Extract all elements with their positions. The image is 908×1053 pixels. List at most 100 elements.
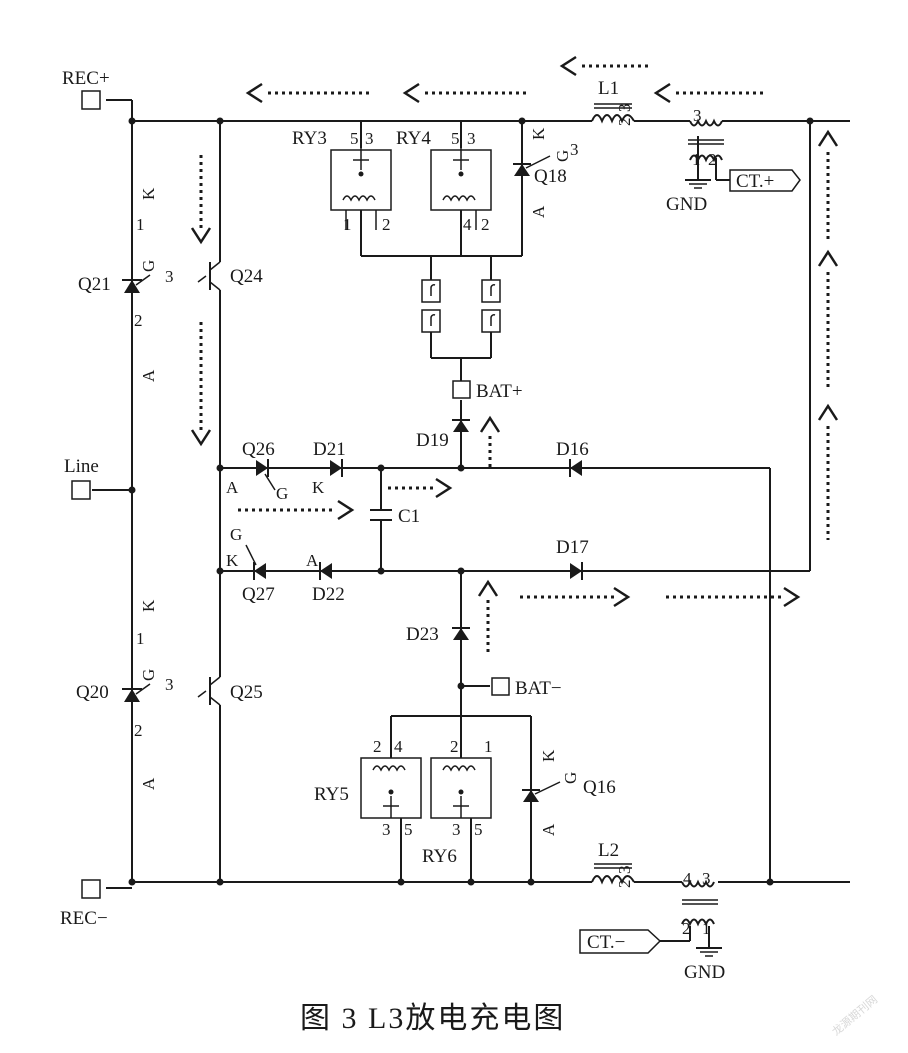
ry4-pin-4: 4 [463, 215, 472, 234]
scr-q18: Q18 3 K G A [513, 127, 579, 218]
q26-a: A [226, 478, 239, 497]
l2-label: L2 [598, 840, 619, 861]
ry6-pin-1: 1 [484, 737, 493, 756]
bat-plus-terminal [452, 380, 471, 399]
ct-plus-label: CT.+ [736, 171, 774, 192]
junctions [128, 117, 814, 886]
q16-k: K [539, 749, 558, 762]
l1-label: L1 [598, 78, 619, 99]
d16-label: D16 [556, 439, 589, 460]
q16-g: G [561, 772, 580, 784]
d21-k: K [312, 478, 325, 497]
q27-k: K [226, 551, 239, 570]
ry4-pin-5: 5 [451, 129, 460, 148]
ry3-pin-5: 5 [350, 129, 359, 148]
ry5-pin-3: 3 [382, 820, 391, 839]
d17-label: D17 [556, 537, 589, 558]
scr-q21: Q21 3 2 1 G K A [78, 187, 174, 382]
inductor-l2: L2 2 3 [591, 840, 635, 889]
wiring [92, 99, 850, 957]
diode-d17: D17 [556, 537, 589, 580]
scr-q27: Q27 G K [226, 525, 275, 605]
gnd-label-bottom: GND [684, 962, 725, 983]
d21-label: D21 [313, 439, 346, 460]
q18-k: K [529, 127, 548, 140]
l1-pin-2: 2 [615, 118, 634, 127]
q20-pin-1: 1 [136, 629, 145, 648]
ct-plus-tag [729, 169, 801, 192]
ry5-pin-4: 4 [394, 737, 403, 756]
ct-bottom-pin-2: 2 [682, 919, 691, 938]
ct-minus-label: CT.− [587, 932, 625, 953]
relay-ry3: RY3 5 3 1 2 [292, 128, 392, 234]
ry5-pin-2: 2 [373, 737, 382, 756]
q21-pin-2: 2 [134, 311, 143, 330]
line-label: Line [64, 456, 99, 477]
q24-label: Q24 [230, 266, 263, 287]
ry4-pin-3: 3 [467, 129, 476, 148]
watermark: 龙源期刊网 [829, 992, 880, 1038]
ct-minus-tag [579, 929, 662, 954]
c1-label: C1 [398, 506, 420, 527]
diode-d19: D19 [416, 419, 470, 451]
inductor-l1: L1 2 3 [591, 78, 635, 127]
q21-gate-pin: 3 [165, 267, 174, 286]
q27-g: G [230, 525, 242, 544]
q18-label: Q18 [534, 166, 567, 187]
scr-q16: Q16 K G A [522, 749, 616, 836]
l1-pin-3: 3 [615, 104, 634, 113]
q20-pin-2: 2 [134, 721, 143, 740]
q20-label: Q20 [76, 682, 109, 703]
q20-gate-pin: 3 [165, 675, 174, 694]
rec-minus-label: REC− [60, 908, 108, 929]
q21-k: K [139, 187, 158, 200]
d23-label: D23 [406, 624, 439, 645]
transistor-q25: Q25 [197, 676, 263, 706]
q21-gate-g: G [139, 260, 158, 272]
relay-ry5: RY5 2 4 3 5 [314, 737, 422, 839]
ry3-label: RY3 [292, 128, 327, 149]
gnd-label-top: GND [666, 194, 707, 215]
q20-a: A [139, 777, 158, 790]
ry5-label: RY5 [314, 784, 349, 805]
ct-bottom-pin-3: 3 [702, 869, 711, 888]
current-flow-arrows [190, 55, 839, 656]
q21-a: A [139, 369, 158, 382]
q16-label: Q16 [583, 777, 616, 798]
q18-g: G [553, 150, 572, 162]
diode-d16: D16 [556, 439, 589, 477]
ct-top-pin-3: 3 [693, 106, 702, 125]
d19-label: D19 [416, 430, 449, 451]
q27-label: Q27 [242, 584, 275, 605]
q21-pin-1: 1 [136, 215, 145, 234]
ct-bottom-pin-1: 1 [702, 919, 711, 938]
relay-contacts [421, 279, 501, 333]
figure-caption: 图 3 L3放电充电图 [300, 1002, 565, 1035]
current-transformer-bottom: 4 3 2 1 [681, 869, 718, 938]
rec-plus-terminal [81, 90, 101, 110]
q18-a: A [529, 205, 548, 218]
q26-label: Q26 [242, 439, 275, 460]
ct-bottom-pin-4: 4 [683, 869, 692, 888]
ry6-pin-2: 2 [450, 737, 459, 756]
ct-top-pin-1: 1 [692, 150, 701, 169]
d22-label: D22 [312, 584, 345, 605]
q18-gate-pin: 3 [570, 140, 579, 159]
line-terminal [71, 480, 91, 500]
relay-ry4: RY4 5 3 4 2 [396, 128, 492, 234]
relay-ry6: RY6 2 1 3 5 [422, 737, 493, 867]
q25-label: Q25 [230, 682, 263, 703]
bat-minus-terminal [491, 677, 510, 696]
q20-gate-g: G [139, 669, 158, 681]
diode-d22: D22 A [306, 551, 345, 605]
ry4-pin-2: 2 [481, 215, 490, 234]
l2-pin-2: 2 [615, 880, 634, 889]
scr-q26: Q26 A G [226, 439, 288, 503]
transistor-q24: Q24 [197, 261, 263, 291]
ry6-label: RY6 [422, 846, 457, 867]
ry6-pin-3: 3 [452, 820, 461, 839]
bat-plus-label: BAT+ [476, 381, 523, 402]
q21-label: Q21 [78, 274, 111, 295]
ry4-label: RY4 [396, 128, 431, 149]
ry3-pin-3: 3 [365, 129, 374, 148]
